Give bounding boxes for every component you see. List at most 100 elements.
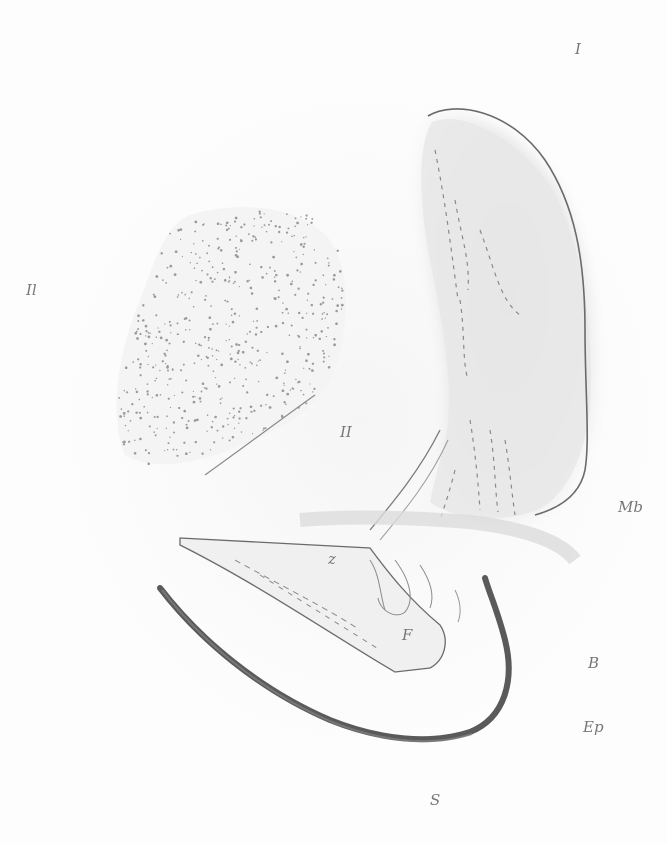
stipple-dot [118,397,120,399]
stipple-dot [229,412,231,414]
stipple-dot [132,361,134,363]
stipple-dot [253,218,255,220]
stipple-dot [196,222,197,223]
stipple-dot [282,312,284,314]
stipple-dot [320,303,323,306]
stipple-dot [339,270,342,273]
stipple-dot [164,450,165,451]
stipple-dot [172,370,173,371]
stipple-dot [184,294,186,296]
stipple-dot [322,350,324,352]
stipple-dot [283,385,284,386]
stipple-dot [168,342,170,344]
label-s: S [430,793,440,808]
stipple-dot [177,296,179,298]
stipple-dot [145,449,147,451]
stipple-dot [196,262,198,264]
stipple-dot [145,330,147,332]
stipple-dot [272,256,275,259]
stipple-dot [311,218,313,220]
stipple-dot [322,274,324,276]
stipple-dot [234,271,236,273]
stipple-dot [295,379,296,380]
stipple-dot [222,437,223,438]
stipple-dot [236,255,239,258]
stipple-dot [216,359,217,360]
stipple-dot [155,314,157,316]
stipple-dot [209,277,211,279]
stipple-dot [218,385,221,388]
stipple-dot [260,331,262,333]
stipple-dot [315,262,317,264]
stipple-dot [139,366,141,368]
stipple-dot [173,449,175,451]
stipple-dot [336,304,339,307]
stipple-dot [266,273,268,275]
stipple-dot [154,380,156,382]
stipple-dot [269,406,272,409]
stipple-dot [134,452,137,455]
stipple-dot [303,254,304,255]
stipple-dot [292,387,294,389]
stipple-dot [222,425,224,427]
stipple-dot [167,267,169,269]
stipple-dot [224,300,226,302]
stipple-dot [319,338,321,340]
stipple-dot [259,359,261,361]
stipple-dot [294,235,296,237]
stipple-dot [229,239,231,241]
stipple-dot [222,262,224,264]
stipple-dot [295,217,297,219]
stipple-dot [199,281,202,284]
stipple-dot [167,449,168,450]
stipple-dot [247,333,248,334]
stipple-dot [289,335,291,337]
label-ii: II [340,425,352,440]
stipple-dot [320,330,323,333]
stipple-dot [211,426,213,428]
stipple-dot [145,350,147,352]
stipple-dot [160,337,163,340]
stipple-dot [214,416,217,419]
stipple-dot [232,321,235,324]
stipple-dot [231,345,233,347]
stipple-dot [201,391,203,393]
stipple-dot [234,281,236,283]
label-il: Il [26,283,37,298]
stipple-dot [197,354,200,357]
label-f: F [402,628,412,643]
stipple-dot [212,323,214,325]
stipple-dot [152,366,154,368]
stipple-dot [229,339,230,340]
stipple-dot [137,314,140,317]
stipple-dot [131,403,133,405]
stipple-dot [216,383,217,384]
stipple-dot [216,323,218,325]
stipple-dot [301,317,303,319]
stipple-dot [241,431,243,433]
stipple-dot [251,240,253,242]
stipple-dot [119,415,122,418]
stipple-dot [217,238,219,240]
stipple-dot [212,355,214,357]
stipple-dot [302,246,304,248]
stipple-dot [169,324,171,326]
stipple-dot [257,350,259,352]
stipple-dot [234,221,236,223]
stipple-dot [327,257,329,259]
stipple-dot [229,440,231,442]
stipple-dot [123,412,126,415]
stipple-dot [126,391,128,393]
stipple-dot [337,250,339,252]
stipple-dot [195,280,196,281]
stipple-dot [230,225,231,226]
stipple-dot [238,417,240,419]
stipple-dot [155,275,158,278]
stipple-dot [205,295,207,297]
stipple-dot [245,341,247,343]
stipple-dot [143,406,145,408]
stipple-dot [191,252,192,253]
stipple-dot [256,320,258,322]
crescent-fill [421,119,591,518]
stipple-dot [275,225,277,227]
